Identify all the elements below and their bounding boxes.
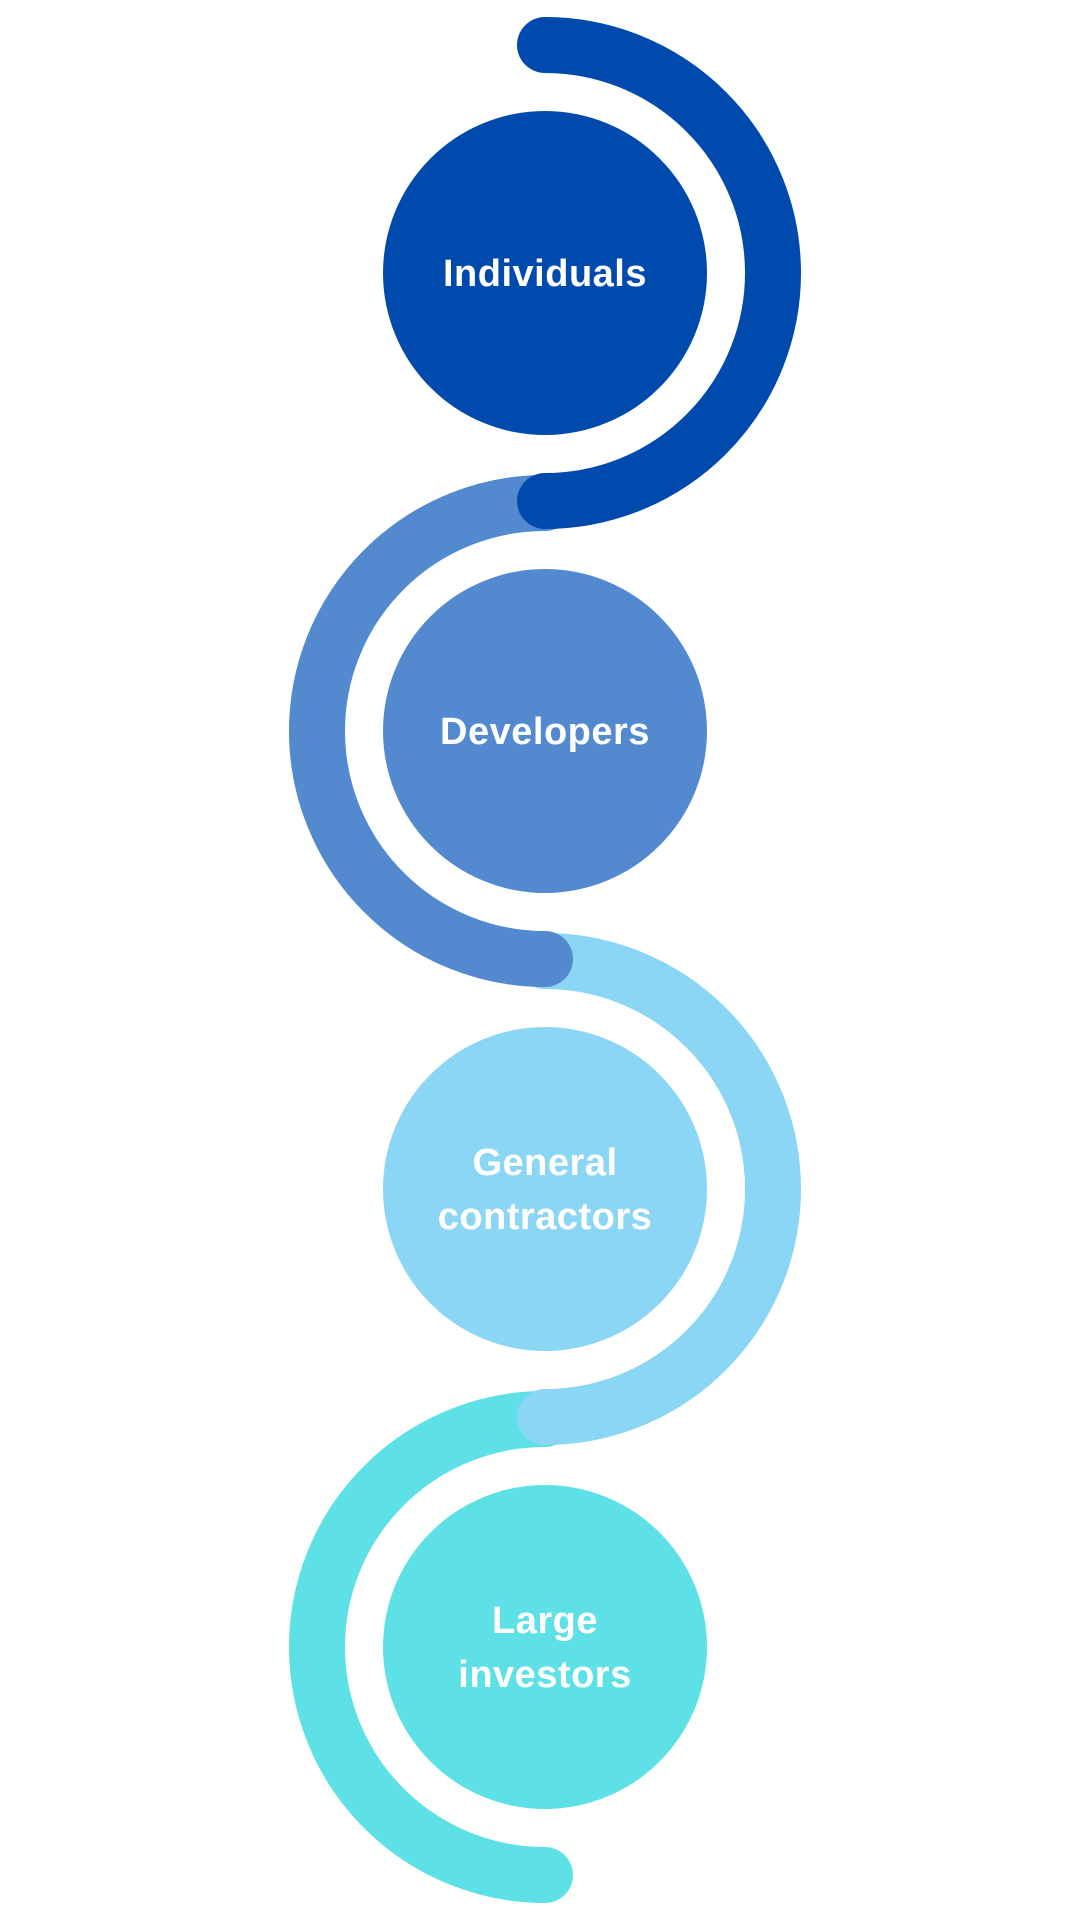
stage-circle <box>383 569 707 893</box>
stage-node-general-contractors: General contractors <box>383 1027 707 1351</box>
connector-arcs <box>289 17 801 1903</box>
stage-label: Developers <box>440 711 650 753</box>
arc-developers <box>289 475 573 987</box>
stage-label: Large <box>492 1600 598 1642</box>
arc-general-contractors <box>517 933 801 1445</box>
stage-label: General <box>472 1142 617 1184</box>
stage-circle <box>383 1485 707 1809</box>
arc-individuals <box>517 17 801 529</box>
stage-node-individuals: Individuals <box>383 111 707 435</box>
stage-label: investors <box>458 1654 631 1696</box>
stage-label: Individuals <box>443 253 647 295</box>
stage-circle <box>383 111 707 435</box>
arc-large-investors <box>289 1391 573 1903</box>
stage-label: contractors <box>438 1196 653 1238</box>
stage-node-developers: Developers <box>383 569 707 893</box>
stage-node-large-investors: Large investors <box>383 1485 707 1809</box>
stage-circle <box>383 1027 707 1351</box>
